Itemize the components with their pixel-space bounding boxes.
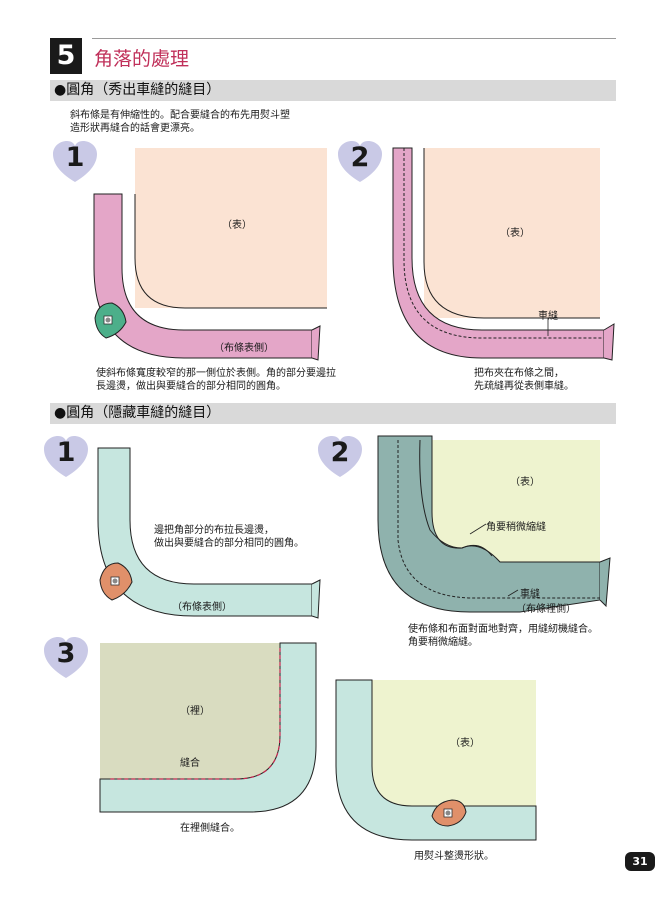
fabric-back <box>100 643 280 779</box>
binding-fold <box>603 323 615 361</box>
step-number: 1 <box>65 142 85 173</box>
label-ease: 角要稍微縮縫 <box>486 522 546 533</box>
intro-line: 造形狀再縫合的話會更漂亮。 <box>70 123 200 134</box>
page-number: 31 <box>625 852 655 871</box>
heart-icon <box>44 637 88 678</box>
step-caption: 把布夾在布條之間， 先疏縫再從表側車縫。 <box>474 367 574 393</box>
leader-line <box>507 589 519 597</box>
step-number: 1 <box>56 437 76 468</box>
s2-step3-left-figure <box>99 642 317 813</box>
label-front: （表） <box>510 477 540 488</box>
label-binding-back: （布條裡側） <box>516 604 576 615</box>
heart-icon <box>53 141 97 182</box>
step-caption: 用熨斗整燙形狀。 <box>414 851 494 862</box>
ease-fold <box>419 439 493 557</box>
label-front: （表） <box>500 228 530 239</box>
s2-step2-figure <box>377 435 611 613</box>
iron-icon <box>431 799 467 827</box>
binding-fold <box>311 325 321 361</box>
label-front: （表） <box>450 738 480 749</box>
fabric-front <box>424 148 600 318</box>
fabric-edge <box>423 148 600 319</box>
s1-step1-figure <box>93 148 327 361</box>
fabric-edge <box>134 194 327 309</box>
hand-stitch <box>110 648 281 780</box>
intro-line: 斜布條是有伸縮性的。配合要縫合的布先用熨斗塑 <box>70 110 290 121</box>
bias-binding <box>97 447 313 617</box>
heart-icon <box>44 436 88 477</box>
title-rule <box>92 38 616 39</box>
stitch-line <box>403 148 604 339</box>
s2-step3-right-figure <box>335 679 537 841</box>
label-front: （表） <box>222 220 252 231</box>
intro-text: 斜布條是有伸縮性的。配合要縫合的布先用熨斗塑 造形狀再縫合的話會更漂亮。 <box>70 109 290 135</box>
caption-line: 使斜布條寬度較窄的那一側位於表側。角的部分要邊拉 <box>96 368 336 379</box>
step-number: 3 <box>56 638 76 669</box>
page-title: 角落的處理 <box>94 48 190 70</box>
section-heading-visible-stitch: ●圓角（秀出車縫的縫目） <box>50 80 616 101</box>
heart-icon <box>318 436 362 477</box>
iron-icon <box>94 302 127 339</box>
step-caption: 在裡側縫合。 <box>180 823 240 834</box>
s2-step1-figure <box>97 447 321 619</box>
binding-fold <box>599 557 611 608</box>
iron-icon <box>99 562 133 601</box>
s1-step2-figure <box>392 147 615 361</box>
caption-line: 先疏縫再從表側車縫。 <box>474 381 574 392</box>
leader-line <box>469 523 487 535</box>
caption-line: 把布夾在布條之間， <box>474 368 564 379</box>
section-number: 5 <box>50 38 82 74</box>
stitch-line <box>397 440 600 599</box>
caption-line: 做出與要縫合的部分相同的圓角。 <box>154 538 304 549</box>
label-sew: 縫合 <box>180 758 200 769</box>
label-binding-face: （布條表側） <box>172 602 232 613</box>
binding-fold <box>311 579 321 619</box>
label-stitch: 車縫 <box>520 589 540 600</box>
caption-line: 長邊燙，做出與要縫合的部分相同的圓角。 <box>96 381 286 392</box>
section-heading-hidden-stitch: ●圓角（隱藏車縫的縫目） <box>50 403 616 424</box>
label-binding-face: （布條表側） <box>214 343 274 354</box>
fabric-front <box>135 148 327 308</box>
caption-line: 邊把角部分的布拉長邊燙， <box>154 525 274 536</box>
step-caption: 邊把角部分的布拉長邊燙， 做出與要縫合的部分相同的圓角。 <box>154 524 304 550</box>
caption-line: 使布條和布面對面地對齊，用縫紉機縫合。 <box>408 624 598 635</box>
step-number: 2 <box>330 437 350 468</box>
label-stitch: 車縫 <box>538 311 558 322</box>
step-caption: 使斜布條寬度較窄的那一側位於表側。角的部分要邊拉 長邊燙，做出與要縫合的部分相同… <box>96 367 336 393</box>
step-number: 2 <box>350 142 370 173</box>
fabric-front <box>372 680 536 806</box>
bias-binding <box>335 679 537 841</box>
step-caption: 使布條和布面對面地對齊，用縫紉機縫合。 角要稍微縮縫。 <box>408 623 598 649</box>
heart-icon <box>338 141 382 182</box>
label-back: （裡） <box>180 706 210 717</box>
caption-line: 角要稍微縮縫。 <box>408 637 478 648</box>
